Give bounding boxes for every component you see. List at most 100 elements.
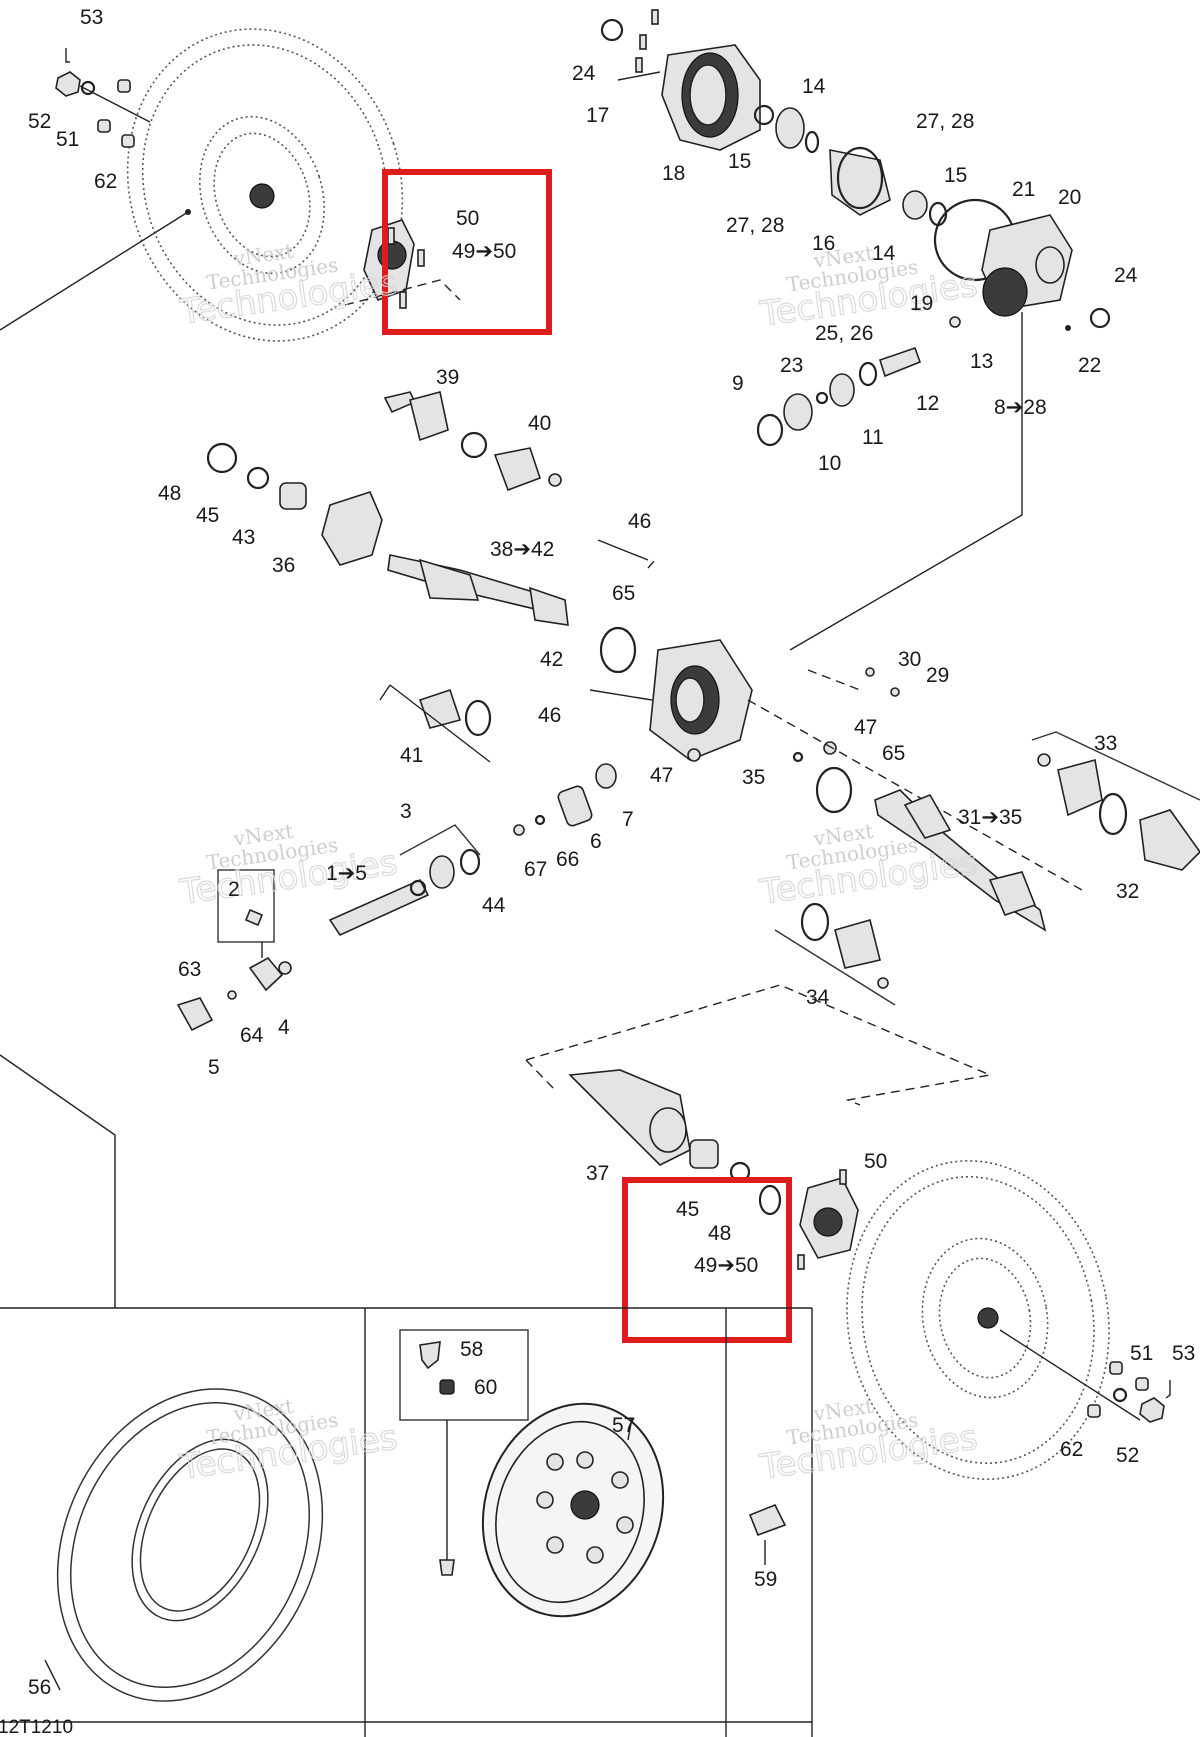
label-58: 58 [460,1338,483,1361]
label-29: 29 [926,664,949,687]
label-51: 51 [56,128,79,151]
label-6: 6 [590,830,602,853]
pinion-parts [756,316,961,447]
label-36: 36 [272,554,295,577]
label-9: 9 [732,372,744,395]
label-62: 62 [94,170,117,193]
highlight-box-hub-bottom [622,1177,792,1343]
label-66: 66 [556,848,579,871]
diagram-id: 12T1210 [0,1717,73,1737]
label-46: 46 [628,510,651,533]
label-25-26: 25, 26 [815,322,873,345]
label-22: 22 [1078,354,1101,377]
front-cv-axle-right [774,667,1200,1006]
label-27-28: 27, 28 [726,214,784,237]
label-12: 12 [916,392,939,415]
label-37: 37 [586,1162,609,1185]
label-42: 42 [540,648,563,671]
label-60: 60 [474,1376,497,1399]
label-46: 46 [538,704,561,727]
label-15: 15 [728,150,751,173]
label-43: 43 [232,526,255,549]
label-31-35: 31➔35 [958,806,1022,829]
front-right-tire [846,1160,1141,1480]
label-57: 57 [612,1414,635,1437]
label-59: 59 [754,1568,777,1591]
front-cv-axle-left [206,391,637,763]
label-20: 20 [1058,186,1081,209]
front-left-tire [0,28,404,342]
decal-59 [748,1503,787,1565]
label-5: 5 [208,1056,220,1079]
label-14: 14 [872,242,896,265]
label-23: 23 [780,354,803,377]
label-50: 50 [864,1150,887,1173]
bottom-panels [0,1307,813,1737]
differential-top [600,9,1111,651]
label-65: 65 [612,582,635,605]
label-34: 34 [806,986,830,1009]
label-11: 11 [862,426,884,449]
label-47: 47 [650,764,673,787]
label-13: 13 [970,350,993,373]
label-44: 44 [482,894,506,917]
label-63: 63 [178,958,201,981]
label-7: 7 [622,808,634,831]
label-39: 39 [436,366,459,389]
valve-parts-box [399,1329,529,1421]
label-53: 53 [80,6,103,29]
label-45: 45 [196,504,219,527]
knuckle-lower [525,984,993,1183]
label-48: 48 [708,1222,731,1245]
label-8-28: 8➔28 [994,396,1047,419]
label-35: 35 [742,766,765,789]
label-2: 2 [228,878,240,901]
label-38-42: 38➔42 [490,538,554,561]
label-16: 16 [812,232,835,255]
label-53: 53 [1172,1342,1195,1365]
label-56: 56 [28,1676,51,1699]
highlight-box-hub-top [382,169,552,335]
label-64: 64 [240,1024,264,1047]
label-67: 67 [524,858,547,881]
label-41: 41 [400,744,423,767]
label-33: 33 [1094,732,1117,755]
lug-nuts-bottom-right [1087,1361,1171,1423]
label-15: 15 [944,164,967,187]
label-30: 30 [898,648,921,671]
label-48: 48 [158,482,181,505]
front-differential-center [589,539,1083,891]
label-62: 62 [1060,1438,1083,1461]
label-10: 10 [818,452,841,475]
label-65: 65 [882,742,905,765]
label-49-50: 49➔50 [694,1254,758,1277]
part-labels: 53 52 51 62 50 49➔50 24 17 18 15 14 27, … [0,6,1195,1737]
label-1-5: 1➔5 [326,862,367,885]
tire-56 [44,1388,324,1702]
label-45: 45 [676,1198,699,1221]
label-17: 17 [586,104,609,127]
label-3: 3 [400,800,412,823]
label-4: 4 [278,1016,290,1039]
label-32: 32 [1116,880,1139,903]
label-47: 47 [854,716,877,739]
hub-assembly-bottom [758,1169,859,1270]
label-24: 24 [572,62,596,85]
label-40: 40 [528,412,551,435]
label-52: 52 [28,110,51,133]
label-52: 52 [1116,1444,1139,1467]
label-49-50: 49➔50 [452,240,516,263]
lug-nuts-top-left [55,48,151,148]
label-51: 51 [1130,1342,1153,1365]
drive-shaft-parts [0,763,617,1308]
label-14: 14 [802,75,826,98]
label-19: 19 [910,292,933,315]
label-27-28: 27, 28 [916,110,974,133]
label-50: 50 [456,207,479,230]
label-18: 18 [662,162,685,185]
label-24: 24 [1114,264,1138,287]
label-21: 21 [1012,178,1035,201]
rim-57 [481,1402,665,1618]
valve-parts [419,1341,455,1576]
